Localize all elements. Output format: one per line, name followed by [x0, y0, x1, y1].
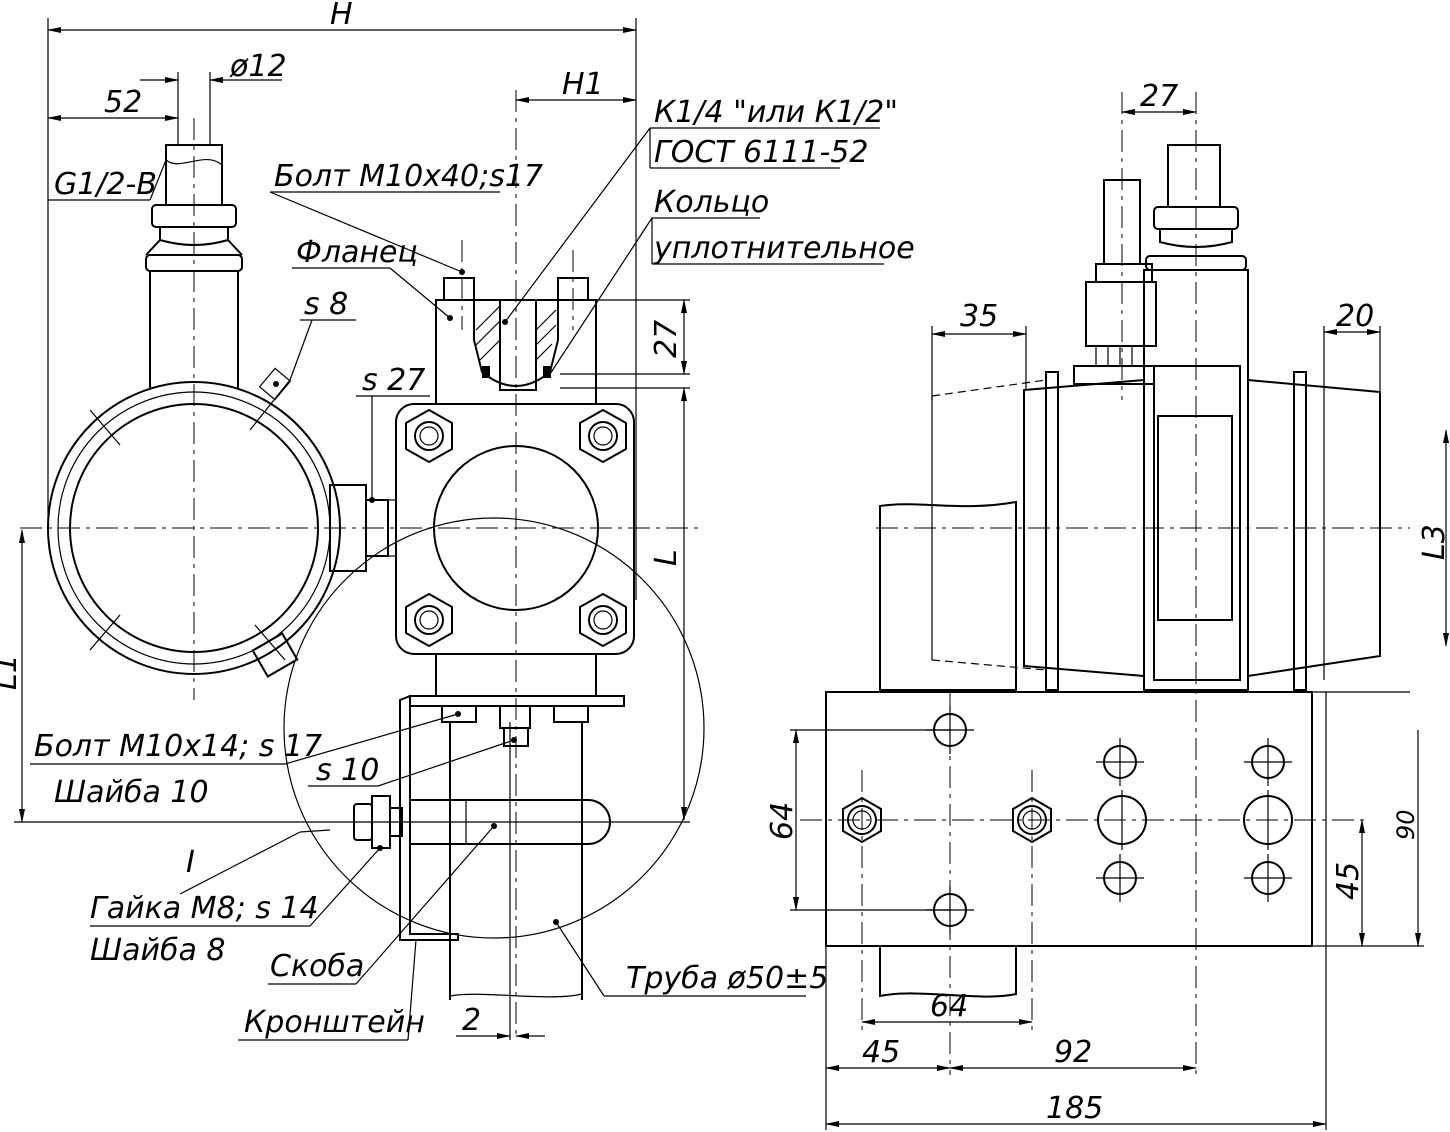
leader-s8	[249, 379, 291, 431]
bolt-m10-left	[441, 705, 477, 723]
r-fitting-thread	[1167, 144, 1221, 208]
tick-bot-right	[254, 624, 286, 661]
fitting-taper-r	[227, 239, 243, 256]
label-clamp: Скоба	[270, 949, 364, 984]
r-label-90: 90	[1392, 809, 1420, 840]
bolt-m10-right	[553, 705, 589, 723]
label-washer10: Шайба 10	[54, 775, 209, 810]
leader-s8b	[289, 319, 313, 381]
r-label-L3: L3	[1417, 524, 1450, 560]
leader-dots	[273, 269, 559, 925]
r-label-20: 20	[1336, 299, 1374, 334]
r-label-64-vertical: 64	[765, 802, 800, 840]
detail-circle-I	[283, 517, 705, 939]
adapter-hatch	[475, 305, 557, 361]
label-bolt-m10x40: Болт М10х40;s17	[274, 159, 543, 194]
label-ring-line2: уплотнительное	[653, 231, 915, 266]
label-k14-line2: ГОСТ 6111-52	[654, 135, 868, 170]
tick-top-left	[89, 409, 121, 446]
r-label-92: 92	[1054, 1035, 1092, 1070]
fitting-break	[165, 159, 223, 166]
r-flange-right	[1293, 371, 1307, 691]
r-label-64-horizontal: 64	[930, 989, 968, 1024]
flange-bolt-left	[443, 277, 475, 301]
r-base-plate	[825, 691, 1313, 947]
label-52: 52	[104, 85, 142, 120]
sensor-bolts	[405, 408, 627, 648]
right-view: 27 35 20 L3 64 90 45 64 45 92 185	[765, 79, 1450, 1130]
fitting-taper-l	[145, 239, 161, 256]
left-view: H H1 ø12 52 G1/2-B Болт М10х40;s17 Флане…	[0, 0, 915, 1041]
label-H: H	[330, 0, 353, 32]
label-flange: Фланец	[296, 235, 418, 270]
nut-s10	[499, 705, 531, 729]
r-flange-left	[1045, 371, 1059, 691]
r-label-185: 185	[1046, 1091, 1103, 1126]
label-bolt-m10x14: Болт М10х14; s 17	[34, 729, 322, 764]
r-hidden-top	[931, 379, 1047, 397]
sensor-diaphragm	[433, 445, 599, 611]
r-window	[1157, 415, 1233, 621]
label-L1: L1	[0, 654, 24, 690]
r-gland-base	[1073, 365, 1155, 385]
r-gland-ribs	[1095, 346, 1145, 366]
r-label-35: 35	[960, 299, 998, 334]
label-bracket: Кронштейн	[244, 1005, 425, 1040]
r-pipe-upper	[879, 500, 1017, 691]
label-s10: s 10	[316, 753, 379, 788]
seal-ring-left	[482, 366, 490, 378]
pipe-break	[449, 993, 583, 998]
leaders-left	[30, 127, 884, 1041]
label-s27: s 27	[362, 363, 425, 398]
bracket-vertical	[399, 695, 459, 941]
label-g12b: G1/2-B	[54, 167, 157, 202]
gland-nut	[365, 499, 389, 557]
label-H1: H1	[562, 67, 604, 102]
r-pipe-lower	[879, 946, 1017, 998]
r-label-27: 27	[1140, 79, 1178, 114]
label-k14-line1: К1/4 "или К1/2"	[654, 95, 898, 130]
screw-s8	[258, 367, 292, 401]
r-gland-body	[1085, 281, 1157, 347]
label-L: L	[649, 549, 684, 566]
r-label-45-vertical: 45	[1331, 862, 1366, 900]
r-label-45-horizontal: 45	[862, 1035, 900, 1070]
bracket-plate	[409, 695, 625, 707]
label-detail-I: I	[186, 845, 195, 880]
r-hidden-bot	[931, 659, 1047, 671]
label-2: 2	[462, 1003, 481, 1038]
r-housing-inner	[1153, 365, 1241, 681]
nut-s10-lower	[503, 727, 529, 747]
lug-bottom	[251, 632, 299, 678]
r-body-left	[1023, 378, 1145, 678]
label-ring-line1: Кольцо	[654, 185, 769, 220]
clamp-washer	[389, 807, 403, 837]
adapter-bore	[499, 299, 537, 391]
label-d12: ø12	[229, 49, 287, 84]
clamp-nut-head	[353, 803, 373, 841]
tick-bot-left	[89, 614, 121, 651]
label-nut-m8: Гайка М8; s 14	[90, 891, 319, 926]
label-washer8: Шайба 8	[90, 933, 225, 968]
label-s8: s 8	[304, 287, 348, 322]
clamp-u	[410, 799, 611, 845]
label-27-vertical: 27	[649, 320, 684, 358]
r-body-right	[1247, 378, 1381, 678]
seal-ring-right	[543, 366, 551, 378]
label-pipe: Труба ø50±5	[626, 961, 828, 996]
